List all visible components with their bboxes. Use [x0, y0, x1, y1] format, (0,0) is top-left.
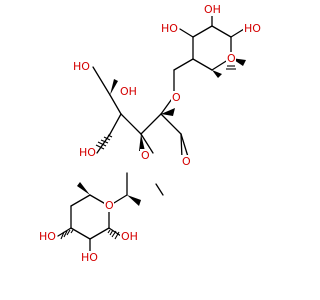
hydroxyl-label: HO	[39, 230, 56, 243]
hydroxyl-label: OH	[120, 85, 137, 98]
wedge-bottom-methyl	[77, 182, 90, 195]
molecule-drawing: HO OH HO HO OH HO HO HO OH O O O O O	[38, 3, 261, 264]
wedge-top-methyl	[212, 70, 222, 78]
hydroxyl-label: HO	[81, 251, 98, 264]
wedge-c3-o	[139, 134, 145, 151]
wedge-bonds	[77, 58, 246, 206]
skeleton-bonds	[57, 11, 245, 254]
aldehyde-oxygen-label: O	[182, 155, 191, 168]
wedge-c5-oh	[110, 79, 118, 95]
wedge-c2-o	[161, 108, 175, 116]
hydroxyl-label: HO	[79, 146, 96, 159]
structure-diagram: HO OH HO HO OH HO HO HO OH O O O O O	[38, 3, 261, 264]
glycosidic-oxygen-label: O	[172, 91, 181, 104]
ring-oxygen-label: O	[105, 199, 114, 212]
hydroxyl-label: HO	[73, 60, 90, 73]
wedge-bottom-c3-oh	[127, 195, 141, 206]
hydroxyl-label: OH	[204, 3, 221, 16]
glycosidic-oxygen-label: O	[141, 149, 150, 162]
hydroxyl-label: HO	[244, 22, 261, 35]
atom-labels: HO OH HO HO OH HO HO HO OH O O O O O	[38, 3, 261, 264]
ring-oxygen-label: O	[227, 52, 236, 65]
hydroxyl-label: OH	[121, 230, 138, 243]
hydroxyl-label: HO	[161, 22, 178, 35]
